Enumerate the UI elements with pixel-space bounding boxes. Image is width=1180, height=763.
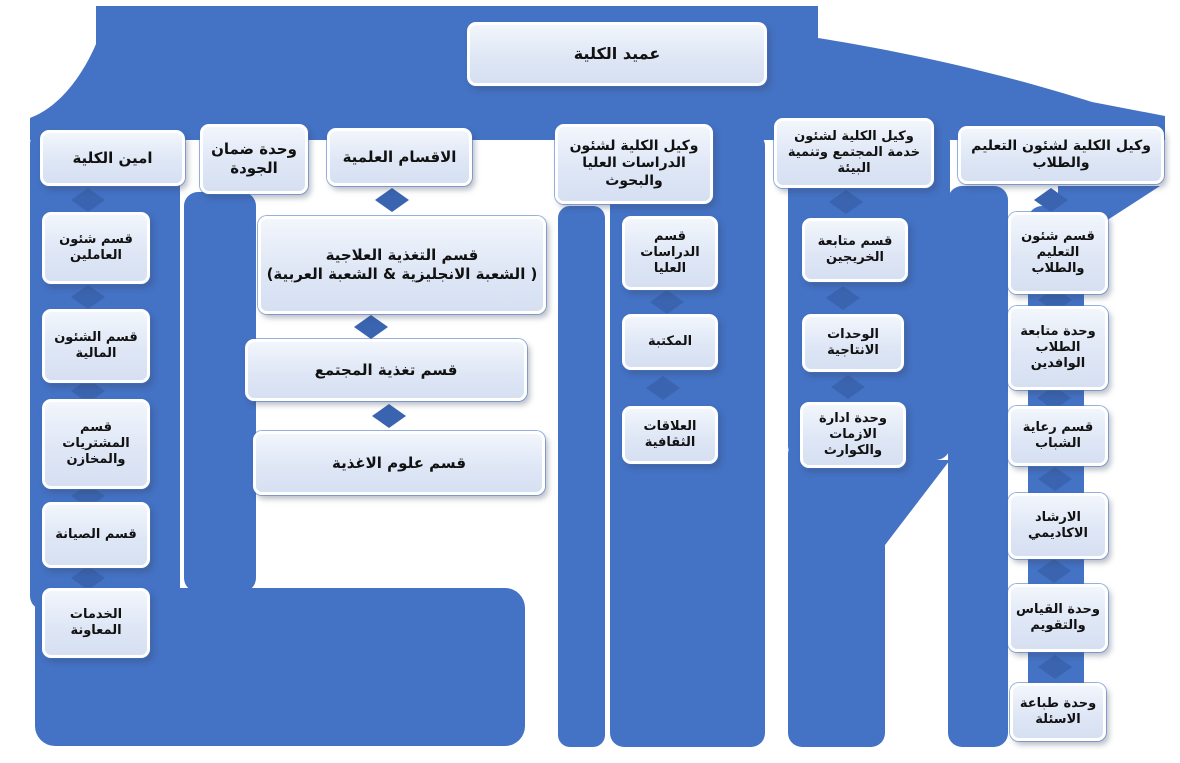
node-graduates-followup: قسم متابعة الخريجين [795, 211, 908, 282]
node-crisis-management-unit: وحدة ادارة الازمات والكوارث [793, 395, 906, 468]
node-community-nutrition: قسم تغذية المجتمع [238, 332, 527, 401]
node-measurement-evaluation-unit: وحدة القياس والتقويم [1001, 577, 1108, 652]
node-college-secretary: امين الكلية [33, 123, 185, 186]
node-financial-affairs: قسم الشئون المالية [35, 302, 150, 383]
node-youth-welfare: قسم رعاية الشباب [1001, 399, 1108, 466]
node-production-units: الوحدات الانتاجية [795, 307, 904, 372]
node-vice-dean-community-service: وكيل الكلية لشئون خدمة المجتمع وتنمية ال… [767, 111, 934, 188]
column-trunk-2 [184, 192, 256, 592]
node-support-services: الخدمات المعاونة [35, 581, 150, 658]
node-library: المكتبة [615, 307, 718, 370]
node-maintenance: قسم الصيانة [35, 495, 150, 568]
node-graduate-studies-dept: قسم الدراسات العليا [615, 209, 718, 290]
node-scientific-departments: الاقسام العلمية [320, 121, 472, 186]
node-dean: عميد الكلية [460, 15, 767, 86]
node-education-students-dept: قسم شئون التعليم والطلاب [1001, 205, 1108, 294]
dean-down-arrow [594, 86, 626, 104]
node-quality-assurance-unit: وحدة ضمان الجودة [193, 117, 308, 194]
node-vice-dean-education-students: وكيل الكلية لشئون التعليم والطلاب [951, 119, 1164, 184]
node-vice-dean-graduate-studies: وكيل الكلية لشئون الدراسات العليا والبحو… [548, 117, 713, 204]
node-incoming-students-unit: وحدة متابعة الطلاب الوافدين [1001, 299, 1108, 390]
node-academic-advising: الارشاد الاكاديمي [1001, 486, 1108, 559]
node-purchases-warehouses: قسم المشتريات والمخازن [35, 392, 150, 489]
node-exam-printing-unit: وحدة طباعة الاسئلة [1003, 676, 1106, 741]
column-trunk-4 [788, 128, 950, 747]
node-food-science: قسم علوم الاغذية [246, 424, 545, 495]
node-clinical-nutrition: قسم التغذية العلاجية ( الشعبة الانجليزية… [251, 209, 546, 314]
node-personnel-affairs: قسم شئون العاملين [35, 205, 150, 284]
node-cultural-relations: العلاقات الثقافية [615, 399, 718, 464]
